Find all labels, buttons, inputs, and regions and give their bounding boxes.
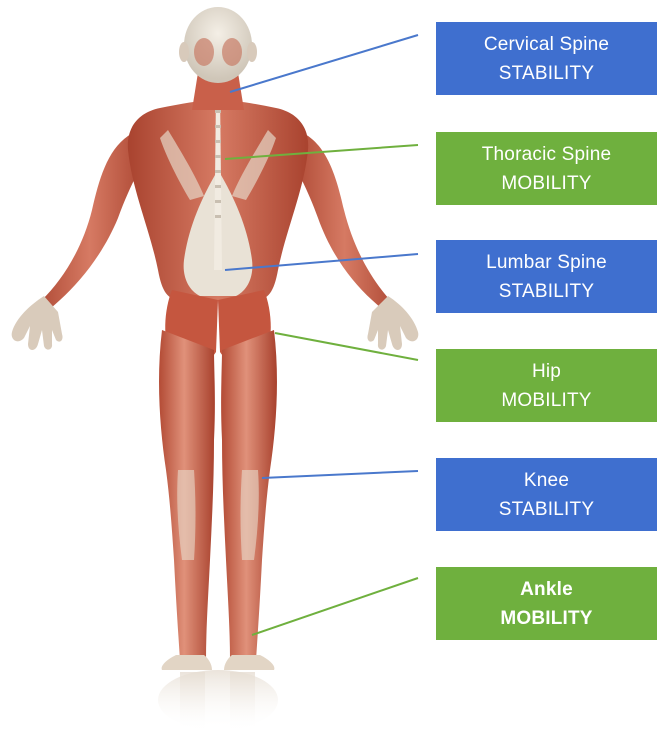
label-knee: Knee STABILITY [436,458,657,531]
label-lumbar-name: Lumbar Spine [486,248,607,277]
label-hip-name: Hip [532,357,561,386]
label-thoracic-name: Thoracic Spine [482,140,612,169]
floor-reflection [158,670,278,732]
label-cervical-name: Cervical Spine [484,30,609,59]
label-thoracic-type: MOBILITY [501,169,591,198]
label-ankle-type: MOBILITY [500,604,592,633]
left-arm [12,130,150,350]
connector-knee [262,471,418,478]
label-hip-type: MOBILITY [501,386,591,415]
label-lumbar-type: STABILITY [499,277,594,306]
right-leg [221,330,277,670]
label-ankle: Ankle MOBILITY [436,567,657,640]
connector-ankle [252,578,418,635]
label-cervical-type: STABILITY [499,59,594,88]
label-thoracic-spine: Thoracic Spine MOBILITY [436,132,657,205]
label-knee-name: Knee [524,466,569,495]
head-neck [179,7,257,110]
label-ankle-name: Ankle [520,575,573,604]
torso [128,92,308,300]
label-hip: Hip MOBILITY [436,349,657,422]
label-knee-type: STABILITY [499,495,594,524]
connector-cervical [230,35,418,92]
label-cervical-spine: Cervical Spine STABILITY [436,22,657,95]
left-leg [159,330,215,670]
label-lumbar-spine: Lumbar Spine STABILITY [436,240,657,313]
